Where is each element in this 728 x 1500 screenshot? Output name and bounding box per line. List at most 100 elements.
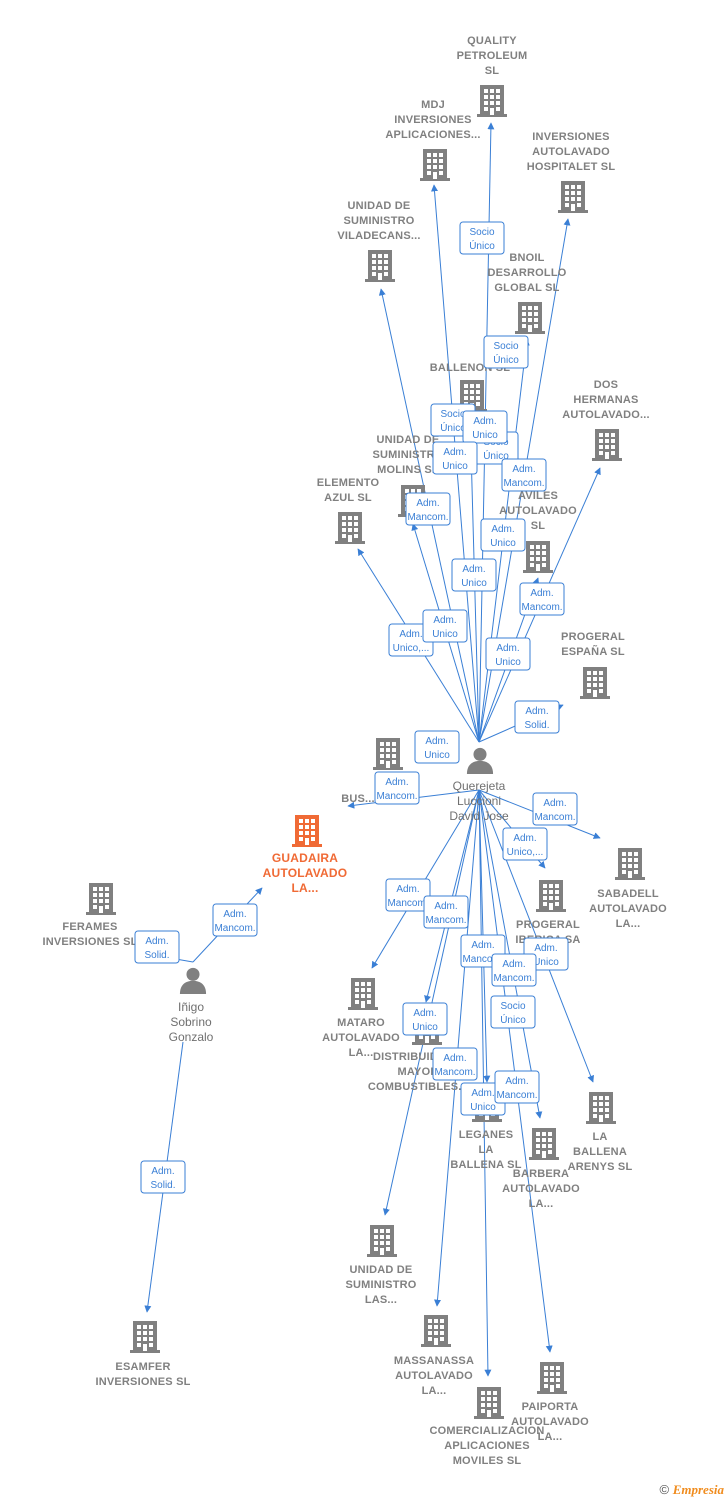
company-label-line: AUTOLAVADO [589, 903, 667, 915]
company-node-mdj[interactable]: MDJINVERSIONESAPLICACIONES... [385, 99, 480, 181]
edge-label-distrib[interactable]: Adm.Mancom. [423, 895, 469, 929]
edge-label-text: Adm. [416, 498, 439, 509]
company-label-line: INVERSIONES SL [42, 936, 137, 948]
building-icon [580, 667, 610, 699]
edge-label-esamfer[interactable]: Adm.Solid. [140, 1160, 186, 1194]
nodes-layer: QUALITYPETROLEUMSLMDJINVERSIONESAPLICACI… [42, 35, 667, 1467]
edge-label-sabadell[interactable]: Adm. Mancom. [532, 792, 578, 826]
company-node-massanassa[interactable]: MASSANASSAAUTOLAVADOLA... [394, 1315, 474, 1397]
edge-label-ballenon3[interactable]: Adm.Unico [451, 558, 497, 592]
company-label-line: LA... [529, 1198, 554, 1210]
company-node-barbera[interactable]: BARBERAAUTOLAVADOLA... [502, 1128, 580, 1210]
edge-label-box [422, 609, 468, 643]
company-node-dos_herm[interactable]: DOSHERMANASAUTOLAVADO... [562, 379, 650, 461]
company-node-uds_vila[interactable]: UNIDAD DESUMINISTROVILADECANS... [337, 200, 420, 282]
company-label-line: AUTOLAVADO [511, 1416, 589, 1428]
edge-label-ferames[interactable]: Adm.Solid. [134, 930, 180, 964]
edge-label-molins2[interactable]: Adm.Unico [422, 609, 468, 643]
company-label-line: BALLENA SL [450, 1159, 521, 1171]
edge-label-text: Adm. [502, 959, 525, 970]
edge-label-elemento[interactable]: Adm. Unico,... [388, 623, 434, 657]
edge-label-text: Mancom. [214, 923, 255, 934]
edge-label-text: Unico [442, 461, 468, 472]
edge-label-inv_hosp[interactable]: Adm.Mancom. [501, 458, 547, 492]
company-label-line: SUMINISTRO [372, 449, 443, 461]
edge-label-progeral_ib[interactable]: Adm.Unico,... [502, 827, 548, 861]
company-label-line: SUMINISTRO [345, 1279, 416, 1291]
edge-label-dos_herm[interactable]: Adm.Mancom. [519, 582, 565, 616]
building-icon [537, 1362, 567, 1394]
company-label-line: PROGERAL [561, 631, 625, 643]
building-icon [586, 1092, 616, 1124]
edge-label-uds_las[interactable]: Adm.Unico [402, 1002, 448, 1036]
edge-label-paiporta[interactable]: Adm.Mancom. [494, 1070, 540, 1104]
edge-label-guadaira[interactable]: Adm.Mancom. [212, 903, 258, 937]
company-node-paiporta[interactable]: PAIPORTAAUTOLAVADOLA... [511, 1362, 589, 1443]
edge-label-aviles2[interactable]: Adm.Unico [485, 637, 531, 671]
edge-label-text: Adm. [513, 833, 536, 844]
edge-label-text: Adm. [443, 447, 466, 458]
edge-label-uds_vila[interactable]: Adm.Mancom. [405, 492, 451, 526]
company-node-progeral_ib[interactable]: PROGERALIBERICA SA [515, 880, 580, 946]
company-node-sabadell[interactable]: SABADELLAUTOLAVADOLA... [589, 848, 667, 930]
person-icon [179, 967, 207, 994]
company-label-line: LA... [422, 1385, 447, 1397]
edge-label-massanassa[interactable]: Adm.Mancom. [432, 1047, 478, 1081]
company-label-line: BUS... [341, 793, 375, 805]
building-icon [615, 848, 645, 880]
company-label-line: MASSANASSA [394, 1355, 474, 1367]
edge-label-progeral_es[interactable]: Adm.Solid. [514, 700, 560, 734]
edge-label-text: Mancom. [534, 812, 575, 823]
company-label-line: SL [485, 65, 500, 77]
company-node-uds_las[interactable]: UNIDAD DESUMINISTROLAS... [345, 1225, 417, 1306]
edge-label-molins[interactable]: Adm. Unico [432, 441, 478, 475]
edge-label-aviles[interactable]: Adm.Unico [480, 518, 526, 552]
brand-logo[interactable]: Empresia [672, 1482, 724, 1497]
edge-label-text: Unico [432, 629, 458, 640]
edge-label-text: Unico [490, 538, 516, 549]
edge-label-text: Adm. [399, 629, 422, 640]
edge-label-bus2[interactable]: Adm.Mancom. [374, 771, 420, 805]
edge-label-mataro[interactable]: Adm.Mancom. [385, 878, 431, 912]
edge-label-text: Solid. [524, 720, 549, 731]
company-label-line: APLICACIONES... [385, 129, 480, 141]
edge-label-text: Único [440, 421, 466, 434]
edge-label-text: Adm. [543, 798, 566, 809]
edge-label-text: Único [469, 239, 495, 252]
company-node-guadaira[interactable]: GUADAIRAAUTOLAVADOLA... [263, 815, 348, 895]
edge-label-box [459, 221, 505, 255]
company-label-line: DOS [594, 379, 618, 391]
company-node-mataro[interactable]: MATAROAUTOLAVADOLA... [322, 978, 400, 1059]
company-label-line: AUTOLAVADO [499, 505, 577, 517]
building-icon [335, 512, 365, 544]
edge-label-text: Unico,... [393, 643, 430, 654]
edge-label-box [140, 1160, 186, 1194]
edge-label-bus1[interactable]: Adm.Unico [414, 730, 460, 764]
company-node-bus[interactable]: BUS... [341, 738, 403, 805]
building-icon [373, 738, 403, 770]
edge-label-barbera[interactable]: Adm.Mancom. [491, 953, 537, 987]
edge-label-box [462, 410, 508, 444]
edge-label-text: Único [493, 353, 519, 366]
company-label-line: UNIDAD DE [350, 1264, 413, 1276]
company-node-distrib[interactable]: DISTRIBUIDORAMAYORCOMBUSTIBLES... [368, 1013, 468, 1093]
building-icon [558, 181, 588, 213]
edge-label-mdj[interactable]: Adm.Unico [462, 410, 508, 444]
